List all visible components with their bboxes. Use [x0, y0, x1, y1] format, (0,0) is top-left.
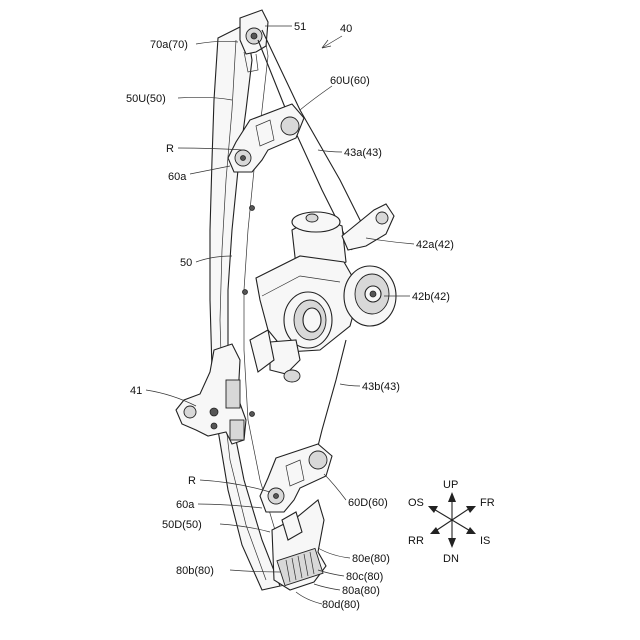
- label-80a: 80a(80): [342, 585, 380, 597]
- arrow-is-icon: [466, 527, 476, 534]
- label-80c: 80c(80): [346, 571, 383, 583]
- compass-is: IS: [480, 535, 490, 547]
- arrow-up-icon: [448, 492, 456, 502]
- lower-pulley-housing: [272, 500, 326, 590]
- label-41: 41: [130, 385, 142, 397]
- label-60a-upper: 60a: [168, 171, 187, 183]
- label-R-lower: R: [188, 475, 196, 487]
- label-80d: 80d(80): [322, 599, 360, 611]
- drive-unit: [256, 204, 396, 382]
- label-70a: 70a(70): [150, 39, 188, 51]
- lower-mounting-bracket: [176, 344, 246, 444]
- label-40: 40: [340, 23, 352, 35]
- label-43a: 43a(43): [344, 147, 382, 159]
- label-43b: 43b(43): [362, 381, 400, 393]
- label-R-upper: R: [166, 143, 174, 155]
- arrow-down-icon: [448, 538, 456, 548]
- arrow-os-icon: [428, 506, 438, 513]
- compass-rr: RR: [408, 535, 424, 547]
- label-60D: 60D(60): [348, 497, 388, 509]
- label-50D: 50D(50): [162, 519, 202, 531]
- arrow-rr-icon: [430, 527, 440, 534]
- label-51: 51: [294, 21, 306, 33]
- compass-up: UP: [443, 479, 458, 491]
- label-50: 50: [180, 257, 192, 269]
- label-42b: 42b(42): [412, 291, 450, 303]
- direction-compass: UP DN OS FR RR IS: [408, 479, 495, 565]
- compass-fr: FR: [480, 497, 495, 509]
- compass-os: OS: [408, 497, 424, 509]
- compass-dn: DN: [443, 553, 459, 565]
- lower-carrier-plate: [260, 444, 332, 512]
- label-60U: 60U(60): [330, 75, 370, 87]
- label-42a: 42a(42): [416, 239, 454, 251]
- label-80e: 80e(80): [352, 553, 390, 565]
- label-50U: 50U(50): [126, 93, 166, 105]
- label-60a-lower: 60a: [176, 499, 195, 511]
- label-80b: 80b(80): [176, 565, 214, 577]
